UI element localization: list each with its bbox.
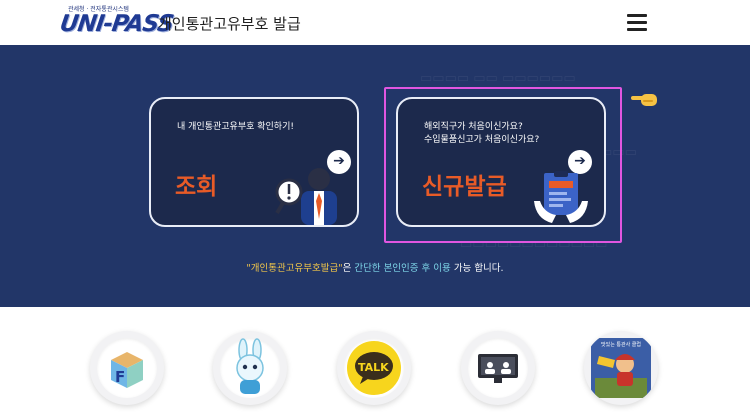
- svg-text:TALK: TALK: [358, 361, 389, 374]
- hamburger-menu-icon[interactable]: [627, 13, 647, 31]
- lookup-card-subtitle: 내 개인통관고유부호 확인하기!: [177, 122, 294, 132]
- hero-section: ▭▭▭▭ ▭▭ ▭▭▭▭▭▭ ▭▭▭ ▭▭▭▭▭▭▭▭▭▭▭▭ 내 개인통관고유…: [0, 45, 750, 307]
- svg-text:F: F: [115, 368, 125, 386]
- logo-caption: 관세청 · 전자통관시스템: [68, 6, 129, 13]
- video-lecture-icon: [478, 354, 518, 383]
- background-decoration: ▭▭▭: [600, 145, 637, 160]
- arrow-right-icon[interactable]: ➔: [327, 150, 351, 174]
- quick-link-game[interactable]: 맛있는 통관사 클럽: [584, 331, 658, 405]
- arrow-right-icon[interactable]: ➔: [568, 150, 592, 174]
- rabbit-mascot-icon: [236, 338, 264, 394]
- notice-text: "개인통관고유부호발급"은 간단한 본인인증 후 이용 가능 합니다.: [246, 263, 504, 274]
- issue-card[interactable]: 해외직구가 처음이신가요? 수입물품신고가 처음이신가요? 신규발급 ➔: [396, 97, 606, 227]
- quick-links-section: F TALK: [0, 307, 750, 412]
- quick-link-video[interactable]: [461, 331, 535, 405]
- lookup-card[interactable]: 내 개인통관고유부호 확인하기! 조회 ➔: [149, 97, 359, 227]
- unipass-logo[interactable]: 관세청 · 전자통관시스템 UNI-PASS: [58, 4, 175, 42]
- background-decoration: ▭▭▭▭▭▭▭▭▭▭▭▭: [460, 237, 608, 252]
- header: 관세청 · 전자통관시스템 UNI-PASS 개인통관고유부호 발급: [0, 0, 750, 45]
- game-character-icon: [591, 338, 651, 398]
- quick-link-rabbit[interactable]: [213, 331, 287, 405]
- issue-card-highlight-frame: [384, 87, 622, 243]
- game-badge: 맛있는 통관사 클럽: [601, 342, 641, 348]
- lookup-card-title: 조회: [175, 174, 218, 200]
- quick-link-f-cube[interactable]: F: [90, 331, 164, 405]
- quick-link-talk[interactable]: TALK: [337, 331, 411, 405]
- hands-document-icon: [534, 171, 588, 223]
- pointing-hand-icon: [631, 94, 657, 106]
- background-decoration: ▭▭▭▭ ▭▭ ▭▭▭▭▭▭: [420, 71, 576, 86]
- page-title: 개인통관고유부호 발급: [158, 15, 301, 33]
- talk-bubble-icon: TALK: [347, 341, 401, 395]
- f-cube-icon: F: [111, 352, 143, 388]
- issue-card-title: 신규발급: [422, 174, 507, 200]
- issue-card-subtitle: 해외직구가 처음이신가요? 수입물품신고가 처음이신가요?: [424, 122, 540, 145]
- magnifier-person-icon: [275, 168, 337, 225]
